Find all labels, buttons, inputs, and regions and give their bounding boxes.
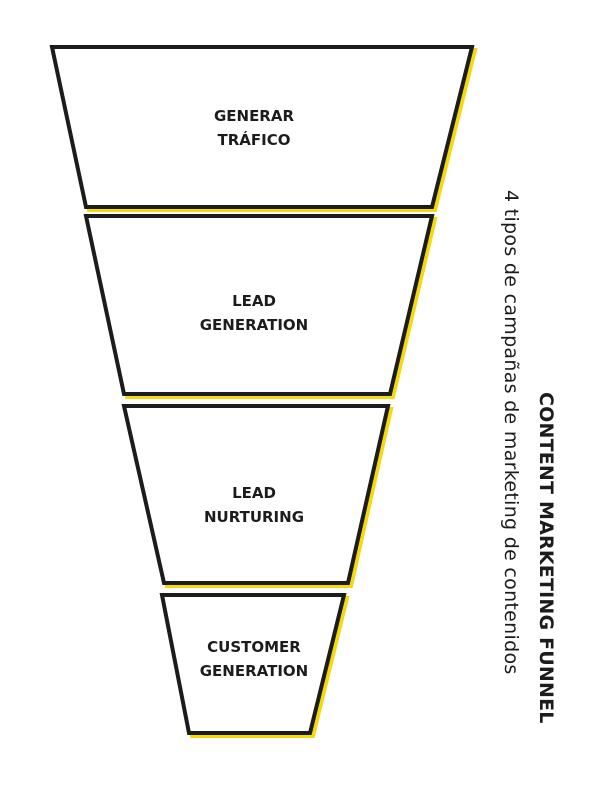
funnel-stage-3-shape	[121, 404, 391, 585]
funnel-stage-2: LEAD GENERATION	[83, 214, 438, 399]
funnel-title: CONTENT MARKETING FUNNEL	[535, 392, 557, 724]
funnel-stage-2-shape	[83, 214, 435, 396]
funnel-stage-4-label-line-2: GENERATION	[200, 662, 308, 680]
funnel-stage-3-label-line-1: LEAD	[232, 484, 276, 502]
funnel-stage-2-label-line-1: LEAD	[232, 292, 276, 310]
funnel-stage-4-shape	[159, 593, 347, 735]
funnel-stage-3: LEAD NURTURING	[121, 404, 394, 588]
funnel-subtitle: 4 tipos de campañas de marketing de cont…	[500, 190, 522, 675]
funnel-stage-2-label-line-2: GENERATION	[200, 316, 308, 334]
funnel-stage-4: CUSTOMER GENERATION	[159, 593, 350, 738]
funnel-stage-3-label-line-2: NURTURING	[204, 508, 304, 526]
funnel-stage-1: GENERAR TRÁFICO	[49, 45, 478, 212]
funnel-stage-4-label-line-1: CUSTOMER	[207, 638, 301, 656]
funnel-stage-1-label-line-1: GENERAR	[214, 107, 295, 125]
funnel-stage-1-shape	[49, 45, 475, 209]
funnel-stage-1-label-line-2: TRÁFICO	[218, 130, 291, 149]
